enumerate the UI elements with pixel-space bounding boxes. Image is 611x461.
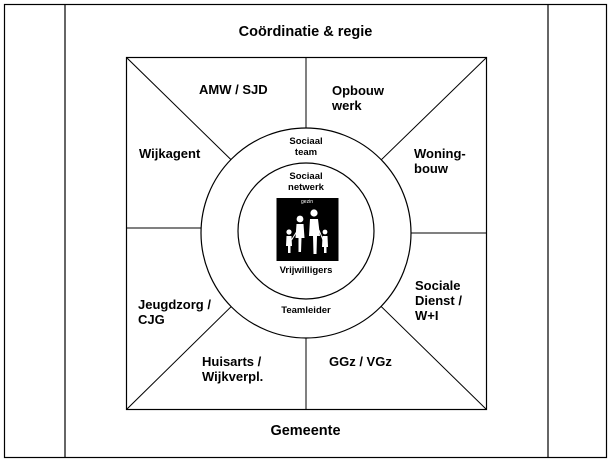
family-icon: [286, 209, 328, 254]
segment-opbouwwerk: Opbouw werk: [332, 83, 384, 113]
family-photo-caption: gezin: [301, 199, 313, 205]
segment-ggz-vgz: GGz / VGz: [329, 354, 392, 369]
ring-sociaal-netwerk: Sociaal netwerk: [288, 171, 324, 193]
segment-huisarts: Huisarts / Wijkverpl.: [202, 354, 264, 384]
family-photo: [276, 198, 339, 261]
municipality-title: Gemeente: [270, 423, 341, 439]
ring-sociaal-team: Sociaal team: [289, 136, 323, 158]
segment-sociale-dienst: Sociale Dienst / W+I: [415, 278, 462, 323]
coordination-title: Coördinatie & regie: [238, 24, 373, 40]
segment-amw-sjd: AMW / SJD: [199, 82, 268, 97]
segment-woningbouw: Woning- bouw: [414, 146, 466, 176]
segment-jeugdzorg: Jeugdzorg / CJG: [138, 297, 211, 327]
ring-teamleider: Teamleider: [281, 305, 331, 316]
segment-wijkagent: Wijkagent: [139, 146, 201, 161]
ring-vrijwilligers: Vrijwilligers: [279, 265, 333, 276]
